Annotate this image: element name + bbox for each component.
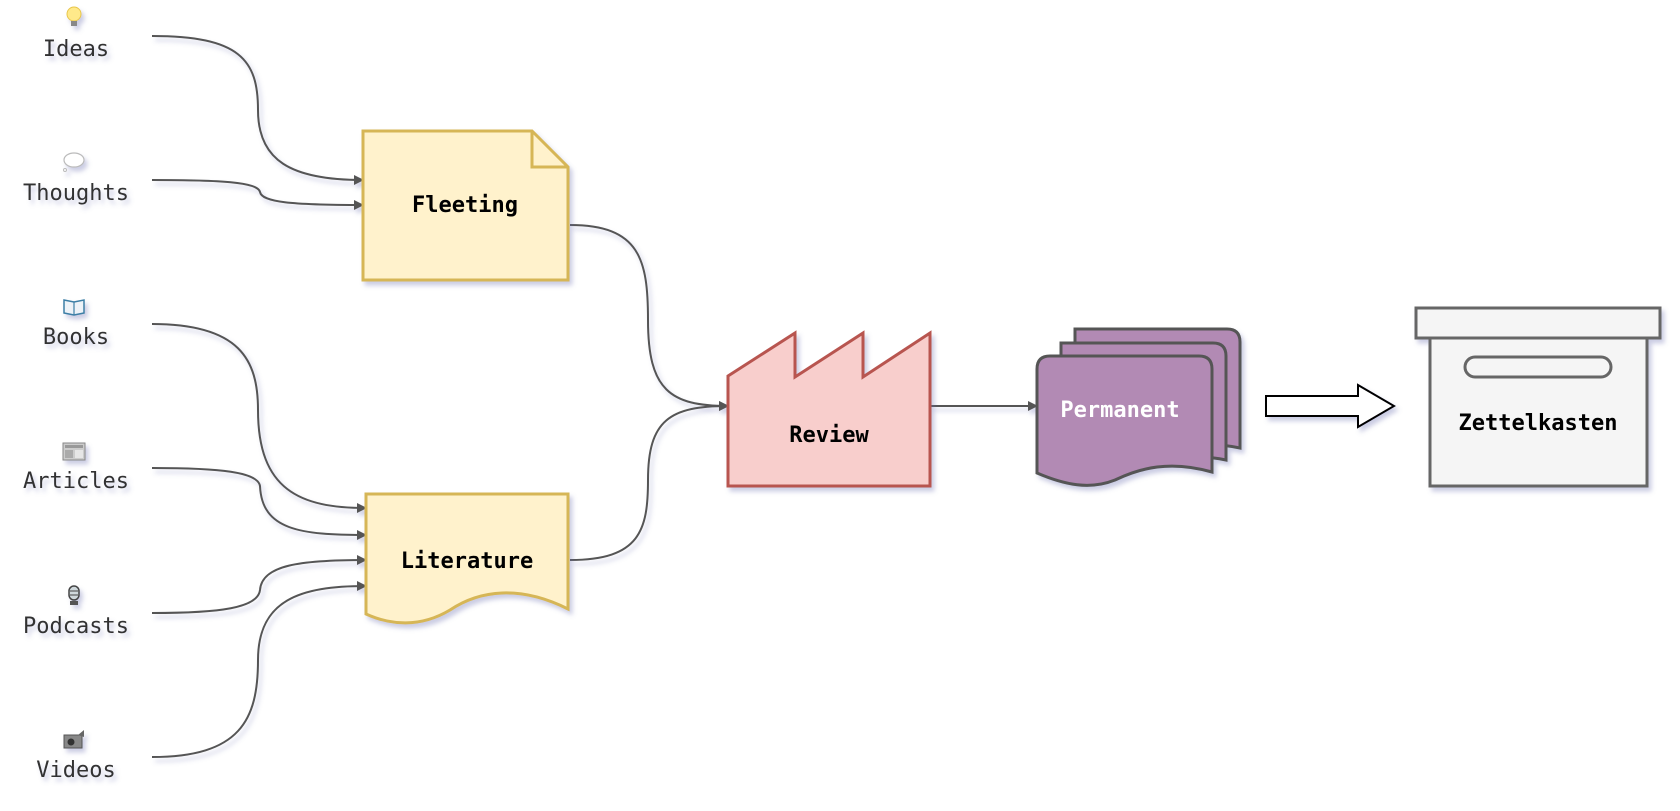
video-camera-icon (63, 730, 84, 749)
edge-books-literature[interactable] (151, 323, 367, 513)
lightbulb-icon (66, 6, 82, 26)
source-label: Books (43, 325, 109, 350)
review-label: Review (789, 423, 869, 448)
archive-box-handle (1463, 355, 1613, 379)
literature-label: Literature (401, 549, 533, 574)
source-label: Podcasts (23, 614, 129, 639)
microphone-icon (68, 585, 80, 605)
source-label: Ideas (43, 37, 109, 62)
permanent-label: Permanent (1060, 398, 1179, 423)
source-thoughts[interactable]: Thoughts (23, 152, 129, 206)
review-factory-shape (726, 330, 932, 488)
node-review[interactable]: Review (726, 330, 932, 488)
node-zettelkasten[interactable]: Zettelkasten (1414, 306, 1662, 488)
folded-corner (530, 131, 568, 169)
node-literature[interactable]: Literature (364, 492, 570, 625)
block-arrow-permanent-zettelkasten[interactable] (1265, 383, 1396, 429)
book-icon (63, 299, 85, 316)
edges-layer (151, 35, 1038, 758)
source-label: Thoughts (23, 181, 129, 206)
edge-literature-review[interactable] (569, 401, 729, 561)
fleeting-label: Fleeting (412, 193, 518, 218)
thought-bubble-icon (63, 152, 85, 172)
source-articles[interactable]: Articles (23, 442, 129, 494)
source-podcasts[interactable]: Podcasts (23, 585, 129, 639)
edge-fleeting-review[interactable] (569, 224, 729, 411)
edge-ideas-fleeting[interactable] (151, 35, 364, 185)
source-label: Videos (36, 758, 115, 783)
source-ideas[interactable]: Ideas (43, 6, 109, 62)
node-fleeting[interactable]: Fleeting (361, 129, 570, 282)
edge-videos-literature[interactable] (151, 581, 367, 758)
source-videos[interactable]: Videos (36, 730, 116, 783)
node-permanent[interactable]: Permanent (1035, 327, 1242, 487)
edge-podcasts-literature[interactable] (151, 555, 367, 614)
edge-thoughts-fleeting[interactable] (151, 179, 364, 210)
source-books[interactable]: Books (43, 299, 109, 350)
block-arrow-shape (1265, 383, 1396, 429)
zettelkasten-label: Zettelkasten (1459, 411, 1618, 436)
literature-document-shape (364, 492, 570, 625)
fleeting-note-shape (361, 129, 570, 282)
archive-box-lid (1414, 306, 1662, 340)
permanent-page-front (1035, 354, 1214, 487)
edge-articles-literature[interactable] (151, 467, 367, 540)
newspaper-icon (62, 442, 86, 461)
source-label: Articles (23, 469, 129, 494)
